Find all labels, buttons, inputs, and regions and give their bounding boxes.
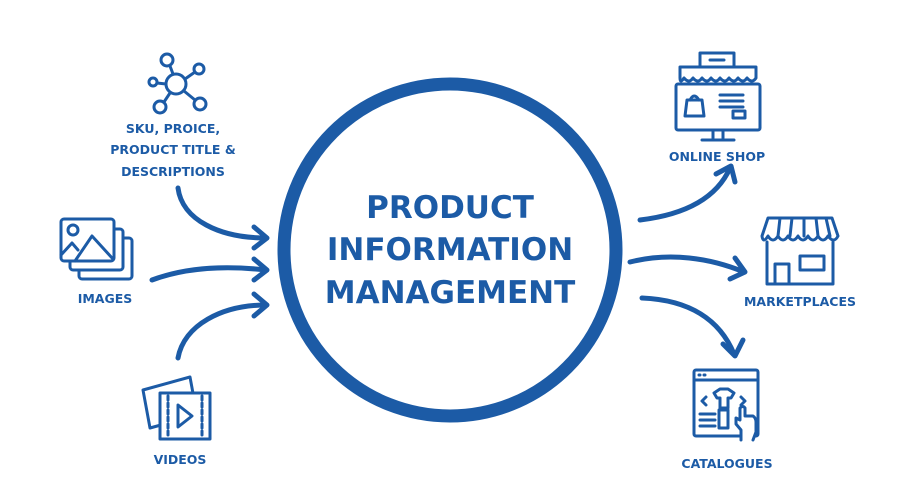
output-arrow-marketplaces [627,254,748,282]
catalogue-icon [692,368,760,442]
center-title-line-2: INFORMATION [327,232,573,268]
output-label-marketplaces: MARKETPLACES [744,294,856,309]
output-arrow-catalogues [639,295,746,359]
marketplace-store-icon [760,216,840,286]
images-icon [59,217,134,281]
input-label-images: IMAGES [78,291,133,306]
input-arrow-images [149,256,270,283]
input-label-line-1: SKU, PROICE, [126,121,220,136]
online-shop-icon [674,51,762,142]
pim-circle [277,77,623,423]
input-label-line-3: DESCRIPTIONS [121,164,225,179]
output-arrow-online-shop [637,163,738,223]
center-title-line-3: MANAGEMENT [325,275,576,311]
center-title-line-1: PRODUCT [366,190,534,226]
video-icon [141,375,212,441]
network-icon [147,52,208,115]
output-label-online-shop: ONLINE SHOP [669,149,765,164]
input-label-line-2: PRODUCT TITLE & [110,142,236,157]
input-arrow-sku [175,185,270,251]
input-label-videos: VIDEOS [154,452,207,467]
input-arrow-videos [175,291,270,361]
output-label-catalogues: CATALOGUES [681,456,772,471]
